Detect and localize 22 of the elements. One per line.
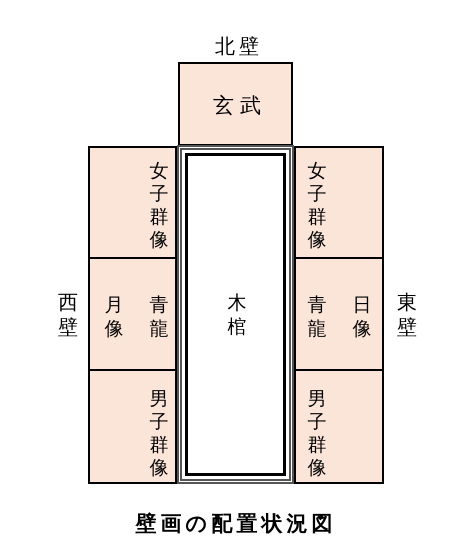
mural-label: 日像 <box>352 294 372 342</box>
coffin-box <box>177 145 294 484</box>
wall-panel <box>294 257 384 371</box>
mural-label: 青龍 <box>150 294 168 342</box>
wall-label: 東壁 <box>397 291 417 341</box>
wall-panel <box>88 146 177 259</box>
mural-label: 女子群像 <box>308 160 326 252</box>
mural-label: 男子群像 <box>150 388 168 480</box>
wall-panel <box>294 146 384 259</box>
wall-panel <box>178 62 293 146</box>
wall-panel <box>294 369 384 484</box>
mural-label: 青龍 <box>308 294 326 342</box>
mural-label: 男子群像 <box>308 388 326 480</box>
mural-label: 玄武 <box>213 96 267 116</box>
mural-label: 月像 <box>104 294 124 342</box>
wall-label: 北壁 <box>215 37 263 57</box>
wall-panel <box>88 369 177 484</box>
wall-panel <box>88 257 177 371</box>
diagram-title: 壁画の配置状況図 <box>136 514 336 534</box>
coffin-label: 木棺 <box>228 292 246 340</box>
mural-label: 女子群像 <box>150 160 168 252</box>
wall-label: 西壁 <box>58 291 78 341</box>
